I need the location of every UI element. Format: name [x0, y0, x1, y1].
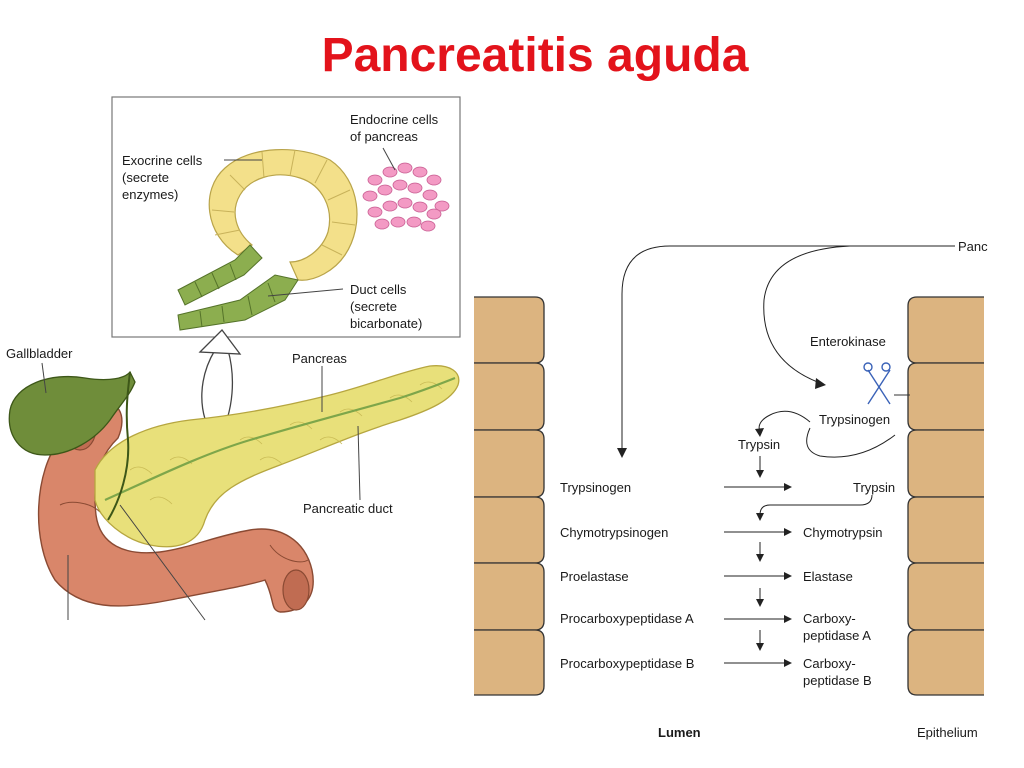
active-enzyme-label: Carboxy-: [803, 611, 856, 626]
duct-cells: [177, 244, 299, 331]
active-enzyme-label-2: peptidase A: [803, 628, 871, 643]
label-enterokinase: Enterokinase: [810, 334, 886, 349]
activation-row-5: Procarboxypeptidase B Carboxy- peptidase…: [560, 656, 872, 688]
right-cell-column: [907, 296, 984, 696]
active-enzyme-label: Trypsin: [853, 480, 895, 495]
zymogen-label: Trypsinogen: [560, 480, 631, 495]
zymogen-label: Proelastase: [560, 569, 629, 584]
zymogen-label: Procarboxypeptidase A: [560, 611, 694, 626]
trypsin-feedback-arrow: [759, 494, 873, 516]
label-exocrine-secrete: (secrete: [122, 170, 169, 185]
loop-arrow-top: [758, 410, 811, 433]
label-trypsinogen-top: Trypsinogen: [819, 412, 890, 427]
activation-row-1: Trypsinogen Trypsin: [560, 480, 895, 495]
zymogen-label: Procarboxypeptidase B: [560, 656, 694, 671]
label-duct-cells: Duct cells: [350, 282, 407, 297]
left-cell-column: [474, 296, 545, 696]
active-enzyme-label: Elastase: [803, 569, 853, 584]
zymogen-label: Chymotrypsinogen: [560, 525, 668, 540]
label-duct-bicarbonate: bicarbonate): [350, 316, 422, 331]
active-enzyme-label: Carboxy-: [803, 656, 856, 671]
scissors-icon: [863, 362, 891, 405]
label-pancreatic-duct: Pancreatic duct: [303, 501, 393, 516]
pancreas: [94, 365, 460, 548]
label-trypsin-top: Trypsin: [738, 437, 780, 452]
flow-line-to-lumen: [621, 245, 955, 450]
active-enzyme-label-2: peptidase B: [803, 673, 872, 688]
label-duct-secrete: (secrete: [350, 299, 397, 314]
label-exocrine-enzymes: enzymes): [122, 187, 178, 202]
label-endocrine-cells: Endocrine cells: [350, 112, 439, 127]
label-gallbladder: Gallbladder: [6, 346, 73, 361]
activation-row-2: Chymotrypsinogen Chymotrypsin: [560, 525, 882, 540]
duodenum: [37, 402, 314, 613]
label-exocrine-cells: Exocrine cells: [122, 153, 203, 168]
endocrine-cells: [362, 162, 450, 232]
gallbladder: [8, 370, 136, 456]
label-endocrine-of-pancreas: of pancreas: [350, 129, 418, 144]
flow-line-to-enterokinase: [763, 245, 851, 384]
pancreatic-duct: [104, 376, 456, 502]
label-lumen: Lumen: [658, 725, 701, 740]
active-enzyme-label: Chymotrypsin: [803, 525, 882, 540]
activation-row-3: Proelastase Elastase: [560, 569, 853, 584]
activation-row-4: Procarboxypeptidase A Carboxy- peptidase…: [560, 611, 871, 643]
label-pancreas: Pancreas: [292, 351, 347, 366]
label-pancreas-cut: Panc: [958, 239, 988, 254]
page-title: Pancreatitis aguda: [321, 29, 749, 82]
label-epithelium: Epithelium: [917, 725, 978, 740]
